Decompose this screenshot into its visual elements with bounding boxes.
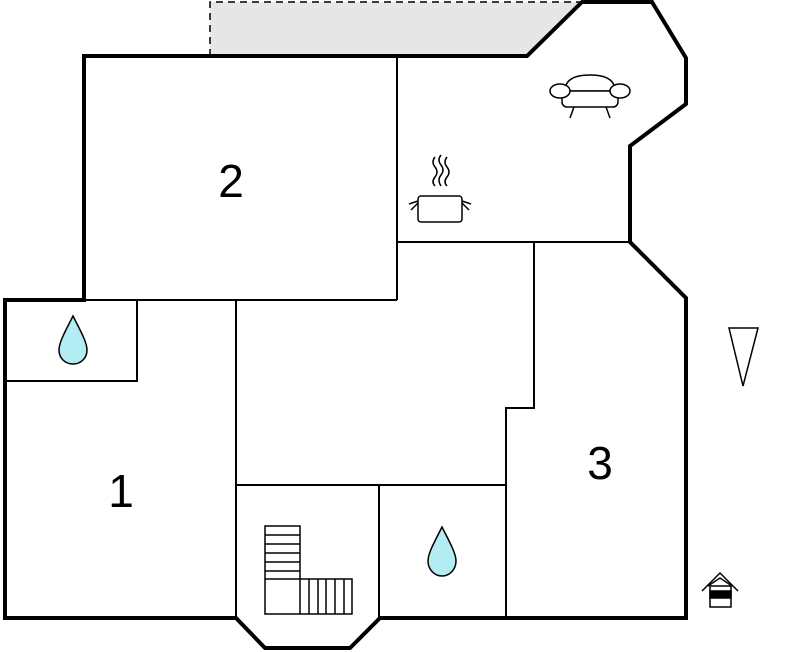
stairs-icon — [264, 525, 353, 615]
water-drop-icon — [427, 525, 457, 577]
entrance-icon — [701, 571, 739, 608]
room-number-1: 1 — [108, 465, 134, 517]
north-arrow-icon — [728, 327, 759, 387]
terrace — [210, 2, 580, 56]
exterior-walls — [3, 0, 688, 650]
room-number-3: 3 — [587, 437, 613, 489]
sofa-icon — [549, 74, 631, 119]
water-drop-icon — [58, 314, 88, 365]
room-number-2: 2 — [218, 155, 244, 207]
terrace-dashed-outline — [209, 1, 580, 56]
cooking-pot-icon — [408, 154, 472, 223]
interior-walls — [5, 56, 630, 620]
